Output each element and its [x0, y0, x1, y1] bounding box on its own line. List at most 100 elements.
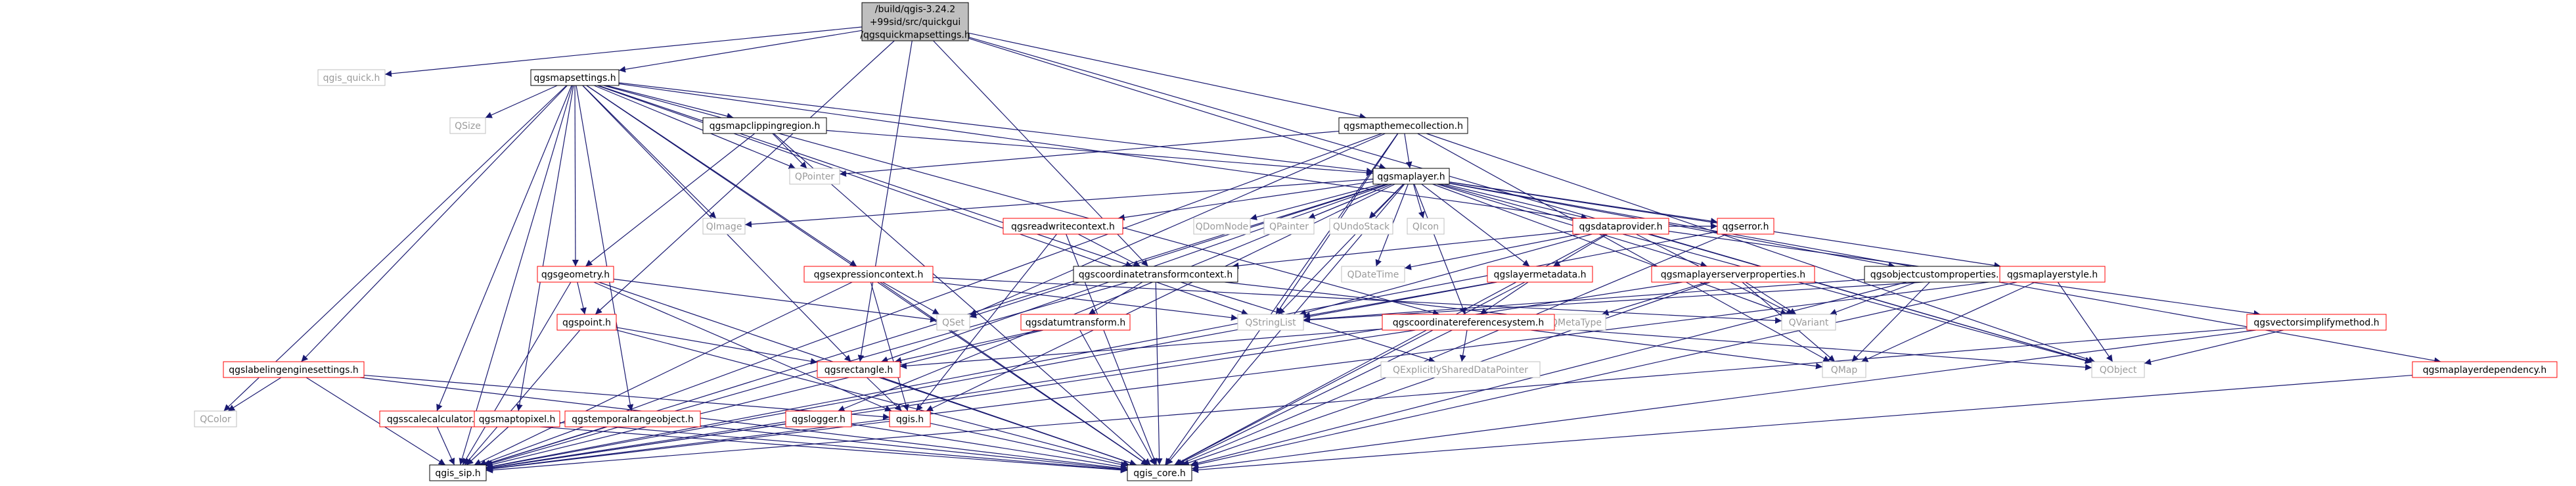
node-label-qgsmaplayer: qgsmaplayer.h — [1377, 172, 1445, 182]
edge-qgsmaplayerstyle-to-qmap — [1861, 281, 2036, 362]
edge-qgsmapsettings-to-qgsmaplayer — [618, 82, 1374, 174]
node-qundostack[interactable]: QUndoStack — [1329, 218, 1393, 235]
edge-qgstemporalrangeobject-to-qgis_core — [700, 425, 1128, 472]
edge-qgsmapsettings-to-qgslabelingenginesettings — [301, 85, 568, 362]
node-box-qicon — [1407, 218, 1445, 235]
edge-qgsmaplayerstyle-to-qgis_sip — [486, 280, 2000, 472]
node-qgsdataprovider[interactable]: qgsdataprovider.h — [1572, 218, 1669, 235]
node-qset[interactable]: QSet — [936, 314, 970, 331]
node-qgis_sip[interactable]: qgis_sip.h — [429, 464, 487, 481]
node-qsize[interactable]: QSize — [449, 117, 486, 134]
edge-qgsgeometry-to-qgspoint — [577, 281, 587, 315]
node-box-qexplicitly — [1380, 361, 1541, 378]
node-qgscoordinatetransformcontext[interactable]: qgscoordinatetransformcontext.h — [1073, 266, 1238, 283]
node-box-qgsvectorsimplifymethod — [2246, 314, 2387, 331]
node-qgsmapsettings[interactable]: qgsmapsettings.h — [530, 69, 620, 86]
edge-qgsmaplayer-to-qicon — [1412, 183, 1425, 219]
node-qgsmapserverproperties[interactable]: qgsmaplayerserverproperties.h — [1651, 266, 1815, 283]
edge-qgspoint-to-qgis_core — [616, 329, 1130, 467]
node-qgsmapclippingregion[interactable]: qgsmapclippingregion.h — [702, 117, 827, 134]
node-qgslabelingenginesettings[interactable]: qgslabelingenginesettings.h — [223, 361, 365, 378]
node-qgsreadwritecontext[interactable]: qgsreadwritecontext.h — [1003, 218, 1123, 235]
edge-qgsmaplayer-to-qgsobjectcustomproperties — [1449, 183, 1895, 269]
node-qgspoint[interactable]: qgspoint.h — [556, 314, 617, 331]
node-qgstemporalrangeobject[interactable]: qgstemporalrangeobject.h — [564, 410, 701, 427]
node-label-qgsobjectcustomproperties: qgsobjectcustomproperties.h — [1870, 270, 2005, 280]
node-label-qgsmaplayerstyle: qgsmaplayerstyle.h — [2007, 270, 2098, 280]
node-qdatetime[interactable]: QDateTime — [1341, 266, 1405, 283]
edge-qgsmaplayer-to-qgsreadwritecontext — [1118, 181, 1374, 221]
edge-qgsmapsettings-to-qgsgeometry — [572, 85, 579, 267]
node-qgsobjectcustomproperties[interactable]: qgsobjectcustomproperties.h — [1864, 266, 2011, 283]
node-qgsgeometry[interactable]: qgsgeometry.h — [537, 266, 614, 283]
node-qvariant[interactable]: QVariant — [1781, 314, 1836, 331]
edge-qgsdatumtransform-to-qgis_sip — [486, 329, 1043, 468]
node-box-qgslayermetadata — [1487, 266, 1593, 283]
edge-root-to-qgsrectangle — [857, 40, 913, 362]
node-box-qobject — [2091, 361, 2145, 378]
node-qgsdatumtransform[interactable]: qgsdatumtransform.h — [1020, 314, 1131, 331]
node-label-qgsexpressioncontext: qgsexpressioncontext.h — [814, 270, 924, 280]
edge-qgsmaplayer-to-qgsmapserverproperties — [1437, 183, 1707, 268]
node-box-qgsscalecalculator — [379, 410, 488, 427]
node-qobject[interactable]: QObject — [2091, 361, 2145, 378]
node-qgis_core[interactable]: qgis_core.h — [1127, 464, 1192, 481]
node-label-qgsmapserverproperties: qgsmaplayerserverproperties.h — [1661, 270, 1805, 280]
node-label-qgsmaptopixel: qgsmaptopixel.h — [479, 414, 556, 425]
node-box-qgsdataprovider — [1572, 218, 1669, 235]
node-qgis[interactable]: qgis.h — [889, 410, 931, 427]
node-qgsmapthemecollection[interactable]: qgsmapthemecollection.h — [1338, 117, 1468, 134]
edge-qgsrectangle-to-qgis_core — [881, 377, 1137, 466]
node-qgsexpressioncontext[interactable]: qgsexpressioncontext.h — [803, 266, 934, 283]
node-qdomnode[interactable]: QDomNode — [1193, 218, 1251, 235]
edge-qgsmaptopixel-to-qgis_core — [559, 422, 1128, 474]
edge-qgsexpressioncontext-to-qstringlist — [932, 281, 1238, 321]
node-qgsmaptopixel[interactable]: qgsmaptopixel.h — [474, 410, 560, 427]
node-qgslogger[interactable]: qgslogger.h — [785, 410, 852, 427]
edge-qgsmapthemecollection-to-qpointer — [839, 130, 1340, 177]
edge-qgslabelingenginesettings-to-qcolor — [227, 377, 282, 412]
edge-qgsobjectcustomproperties-to-qmap — [1851, 281, 1930, 362]
node-qmetatype[interactable]: QMetaType — [1546, 314, 1606, 331]
node-qicon[interactable]: QIcon — [1407, 218, 1445, 235]
edge-qgscrs-to-qgis_core — [1175, 329, 1453, 466]
edge-root-to-qgsmapsettings — [618, 30, 863, 73]
edge-qgsmaplayer-to-qimage — [744, 178, 1374, 228]
node-label-qobject: QObject — [2100, 365, 2137, 376]
node-qgis_quick[interactable]: qgis_quick.h — [317, 69, 386, 86]
node-qimage[interactable]: QImage — [702, 218, 746, 235]
edge-qgsgeometry-to-qgis_sip — [462, 281, 572, 466]
root-label-line: /qgsquickmapsettings.h — [860, 30, 970, 40]
node-qgscrs[interactable]: qgscoordinatereferencesystem.h — [1382, 314, 1555, 331]
edge-qgsmapthemecollection-to-qobject — [1426, 133, 2096, 363]
edge-qgsmapsettings-to-qsize — [485, 85, 558, 118]
node-qgsvectorsimplifymethod[interactable]: qgsvectorsimplifymethod.h — [2246, 314, 2387, 331]
node-box-qstringlist — [1237, 314, 1304, 331]
node-qgsmaplayerdependency[interactable]: qgsmaplayerdependency.h — [2412, 361, 2558, 378]
node-qgserror[interactable]: qgserror.h — [1717, 218, 1774, 235]
node-box-qgsrectangle — [817, 361, 901, 378]
node-qexplicitly[interactable]: QExplicitlySharedDataPointer — [1380, 361, 1541, 378]
node-label-qcolor: QColor — [200, 414, 231, 425]
node-box-qgsmaplayerstyle — [1999, 266, 2106, 283]
node-qgsrectangle[interactable]: qgsrectangle.h — [817, 361, 901, 378]
node-qgslayermetadata[interactable]: qgslayermetadata.h — [1487, 266, 1593, 283]
edge-qgspoint-to-qgsrectangle — [616, 327, 818, 365]
node-qpointer[interactable]: QPointer — [789, 168, 840, 185]
edge-qgsmaplayer-to-qgserror — [1449, 182, 1718, 225]
node-qstringlist[interactable]: QStringList — [1237, 314, 1304, 331]
node-label-qgis_quick: qgis_quick.h — [323, 73, 380, 84]
node-root[interactable]: /build/qgis-3.24.2+99sid/src/quickgui/qg… — [860, 2, 970, 41]
edge-qgsreadwritecontext-to-qgscoordinatetransformcontext — [1077, 233, 1141, 267]
edge-qgserror-to-qgis_core — [1178, 233, 1727, 466]
edge-qgsmaplayerdependency-to-qgis_core — [1191, 374, 2413, 474]
node-box-qgsmapclippingregion — [702, 117, 827, 134]
node-qgsmaplayer[interactable]: qgsmaplayer.h — [1372, 168, 1450, 185]
node-qgsmaplayerstyle[interactable]: qgsmaplayerstyle.h — [1999, 266, 2106, 283]
node-qpainter[interactable]: QPainter — [1263, 218, 1315, 235]
node-qgsscalecalculator[interactable]: qgsscalecalculator.h — [379, 410, 488, 427]
node-qcolor[interactable]: QColor — [194, 410, 237, 427]
node-qmap[interactable]: QMap — [1822, 361, 1866, 378]
node-box-qgsmapthemecollection — [1338, 117, 1468, 134]
